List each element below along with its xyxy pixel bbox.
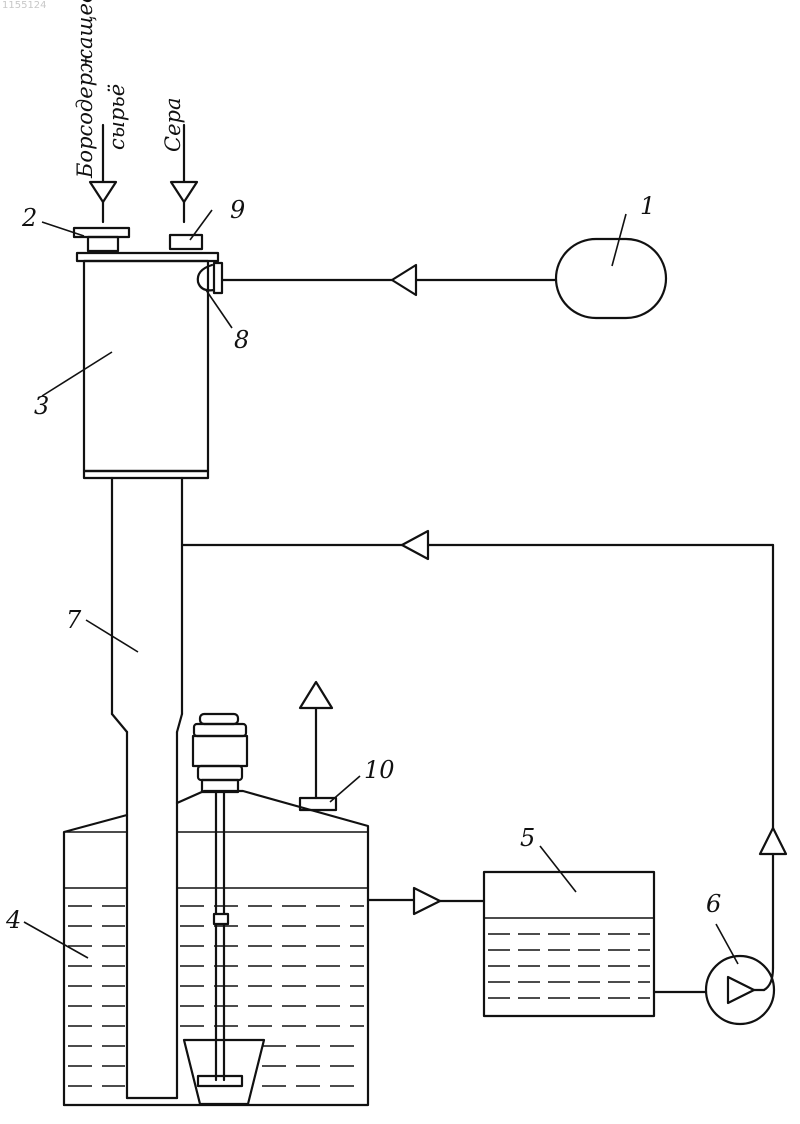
burner-8: [198, 263, 222, 293]
sulfur-label: Сера: [161, 98, 185, 152]
tank-transfer-line: [368, 888, 484, 914]
label-2: 2: [21, 204, 37, 232]
air-blower-1: [556, 239, 666, 318]
feeder-2: [74, 228, 129, 251]
boron-feed-label-line2: сырьё: [105, 84, 129, 150]
label-8: 8: [234, 326, 249, 354]
boron-feed-label-line1: Борсодержащее: [73, 0, 97, 179]
sulfur-inlet-9: [170, 235, 202, 249]
air-supply-line: [222, 265, 556, 295]
label-6: 6: [706, 890, 721, 918]
label-1: 1: [640, 192, 655, 220]
document-code: 1155124: [2, 0, 47, 11]
pump-6: [706, 956, 774, 1024]
callout-leaders: [24, 210, 738, 964]
label-5: 5: [520, 824, 535, 852]
column-7: [112, 478, 182, 1098]
label-9: 9: [230, 196, 245, 224]
label-4: 4: [5, 906, 21, 934]
label-10: 10: [364, 756, 395, 784]
agitator: [184, 714, 264, 1104]
collection-tank-5: [484, 872, 654, 1016]
label-3: 3: [34, 392, 49, 420]
gas-outlet-10: [300, 682, 336, 810]
label-7: 7: [66, 606, 82, 634]
reactor-3: [77, 253, 218, 478]
